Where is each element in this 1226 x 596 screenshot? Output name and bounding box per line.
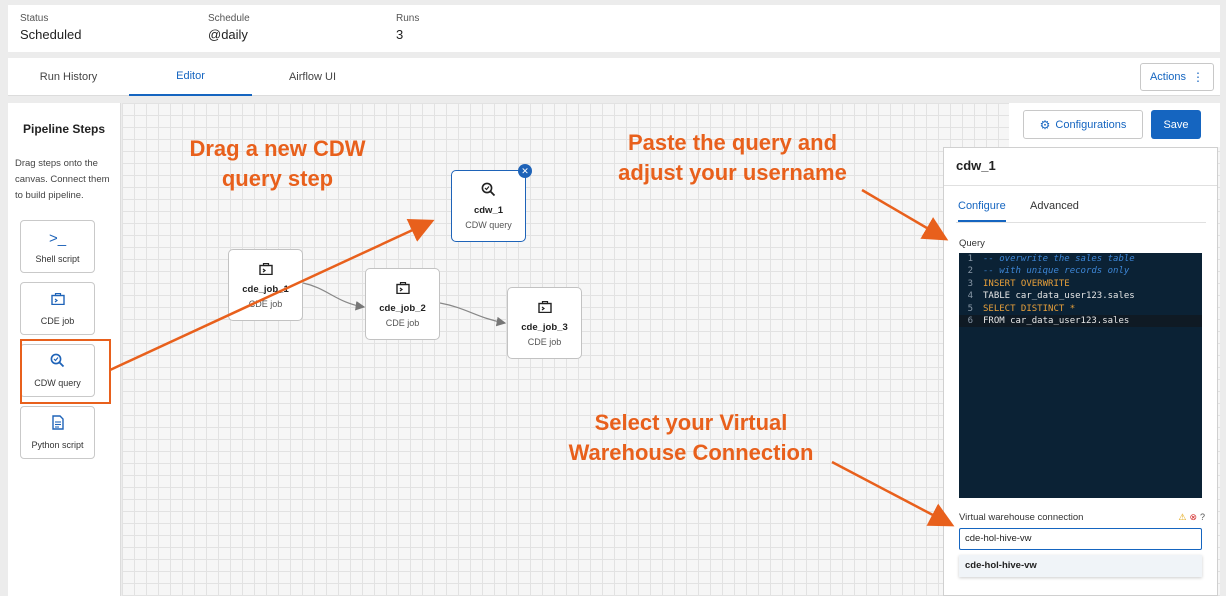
step-config-panel: cdw_1 Configure Advanced Query 1-- overw… [943, 147, 1218, 596]
field-status-icons: ⚠ ⊗ ? [1178, 512, 1205, 523]
help-icon[interactable]: ? [1199, 512, 1205, 522]
warning-icon: ⚠ [1178, 512, 1187, 522]
code-text: INSERT OVERWRITE [983, 278, 1070, 289]
document-icon [51, 415, 64, 435]
actions-label: Actions [1149, 71, 1187, 83]
tab-editor[interactable]: Editor [129, 58, 252, 96]
code-text: -- overwrite the sales table [983, 254, 1135, 264]
schedule-field: Schedule @daily [208, 13, 250, 42]
runs-value: 3 [396, 27, 404, 42]
runs-field: Runs 3 [396, 13, 419, 42]
divider [944, 185, 1217, 186]
vw-connection-option[interactable]: cde-hol-hive-vw [959, 555, 1202, 577]
panel-title: Pipeline Steps [23, 122, 106, 136]
cde-job-icon [537, 299, 552, 317]
query-label: Query [959, 238, 985, 249]
vw-connection-input[interactable]: cde-hol-hive-vw [959, 528, 1202, 550]
query-editor[interactable]: 1-- overwrite the sales table 2-- with u… [959, 253, 1202, 498]
step-label: Python script [31, 440, 84, 450]
node-cde-job-1[interactable]: cde_job_1 CDE job [228, 249, 303, 321]
runs-label: Runs [396, 13, 420, 24]
schedule-label: Schedule [208, 13, 250, 24]
step-python-script[interactable]: Python script [20, 406, 95, 459]
step-label: CDE job [40, 316, 75, 326]
node-cde-job-3[interactable]: cde_job_3 CDE job [507, 287, 582, 359]
step-cdw-query[interactable]: CDW query [20, 344, 95, 397]
tab-run-history[interactable]: Run History [39, 71, 98, 83]
edge-job1-job2 [302, 282, 366, 311]
node-type: CDW query [465, 220, 512, 230]
annotation-select: Select your Virtual Warehouse Connection [568, 410, 814, 465]
cde-job-icon [50, 291, 65, 311]
panel-description: Drag steps onto the canvas. Connect them… [15, 158, 110, 201]
code-text: FROM car_data_user123.sales [983, 315, 1130, 326]
node-name: cdw_1 [473, 205, 504, 216]
node-type: CDE job [248, 299, 283, 309]
node-name: cde_job_2 [379, 303, 426, 314]
code-text: TABLE car_data_user123.sales [983, 291, 1135, 302]
pipeline-summary: Status Scheduled Schedule @daily Runs 3 [8, 5, 1220, 52]
error-icon: ⊗ [1189, 512, 1197, 522]
editor-tabs: Run History Editor Airflow UI Actions ⋮ [8, 58, 1220, 96]
node-type: CDE job [527, 337, 562, 347]
close-icon[interactable]: ✕ [518, 164, 532, 178]
code-text: SELECT DISTINCT * [983, 303, 1076, 314]
cde-job-icon [258, 261, 273, 279]
panel-title: cdw_1 [956, 158, 996, 173]
node-name: cde_job_1 [242, 284, 289, 295]
tab-configure[interactable]: Configure [958, 200, 1006, 222]
step-label: Shell script [35, 254, 80, 264]
configurations-label: Configurations [1055, 118, 1127, 131]
status-field: Status Scheduled [20, 13, 81, 42]
cde-job-icon [395, 280, 410, 298]
node-type: CDE job [385, 318, 420, 328]
cdw-query-icon [481, 182, 496, 200]
node-name: cde_job_3 [521, 322, 568, 333]
node-cdw-1[interactable]: ✕ cdw_1 CDW query [451, 164, 532, 242]
step-shell-script[interactable]: >_ Shell script [20, 220, 95, 273]
edge-job2-job3 [439, 302, 507, 327]
save-button[interactable]: Save [1151, 110, 1201, 139]
tab-airflow-ui[interactable]: Airflow UI [288, 71, 337, 83]
highlight-box [20, 339, 111, 404]
status-value: Scheduled [20, 27, 82, 42]
canvas-toolbar: ⚙ Configurations Save [1009, 103, 1220, 147]
annotation-drag: Drag a new CDW query step [189, 136, 366, 191]
annotation-paste: Paste the query and adjust your username [618, 130, 847, 185]
terminal-icon: >_ [48, 230, 67, 247]
tab-advanced[interactable]: Advanced [1030, 200, 1079, 212]
gear-icon: ⚙ [1039, 117, 1051, 132]
schedule-value: @daily [208, 27, 248, 42]
status-label: Status [20, 13, 49, 24]
vw-connection-label: Virtual warehouse connection [959, 512, 1084, 523]
code-line: 1-- overwrite the sales table [967, 254, 1135, 264]
divider [956, 222, 1206, 223]
actions-button[interactable]: Actions ⋮ [1140, 63, 1214, 91]
cdw-query-icon [50, 353, 65, 373]
code-line: 2-- with unique records only [967, 266, 1130, 277]
step-cde-job[interactable]: CDE job [20, 282, 95, 335]
configurations-button[interactable]: ⚙ Configurations [1023, 110, 1143, 139]
pipeline-steps-panel: Pipeline Steps Drag steps onto the canva… [8, 103, 121, 596]
step-label: CDW query [34, 378, 81, 388]
more-vertical-icon: ⋮ [1192, 70, 1205, 84]
code-text: -- with unique records only [983, 266, 1130, 277]
node-cde-job-2[interactable]: cde_job_2 CDE job [365, 268, 440, 340]
